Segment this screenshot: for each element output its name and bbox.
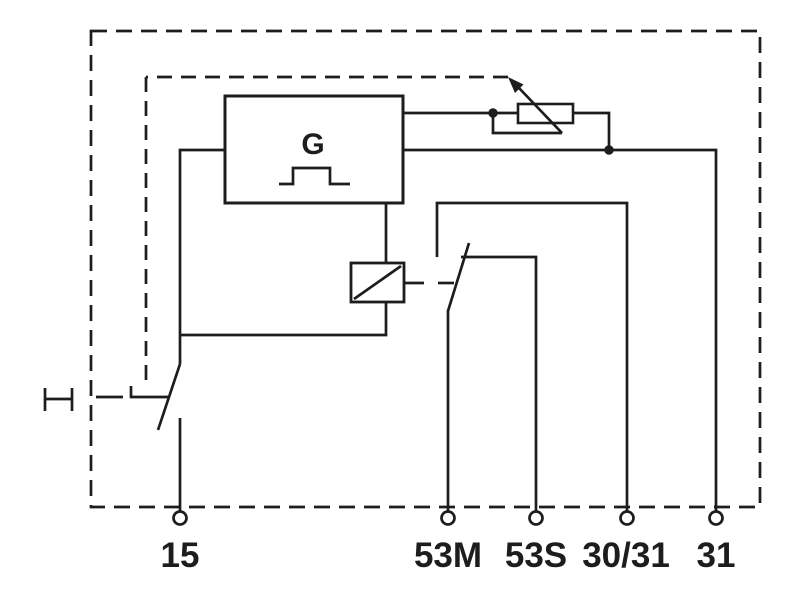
pulse-waveform-icon [279,166,350,186]
adjustment-arrow-shaft [518,87,563,134]
terminal-15-label: 15 [161,536,200,575]
outer-housing-boundary [89,29,762,509]
wiring [96,111,718,511]
terminal-53m-label: 53M [414,536,482,575]
wire-terminal-53s [461,255,538,511]
terminal-30-31-label: 30/31 [582,536,670,575]
generator-label: G [301,128,324,161]
wire-g-left [178,148,225,364]
wiper-loop-wire [491,113,562,135]
junction-dot [488,108,498,118]
wire-terminal-30-31 [435,201,629,511]
terminal-53m-pin [440,510,456,526]
terminal-30-31-pin [619,510,635,526]
switch-53-blade [446,242,471,312]
adjustment-arrowhead-icon [508,77,524,93]
wire-terminal-31 [403,148,718,511]
junction-dot [604,145,614,155]
terminal-15-pin [172,510,188,526]
wire-coil-return [180,302,388,337]
terminal-31-label: 31 [697,536,736,575]
terminal-53s-label: 53S [505,536,567,575]
terminal-31-pin [708,510,724,526]
switch-15-blade [156,363,182,431]
relay-coil-diagonal [353,264,402,301]
external-actuator-icon [43,388,74,411]
variable-resistor-box [516,102,575,125]
wire-resistor-right [573,111,611,150]
terminal-53s-pin [528,510,544,526]
